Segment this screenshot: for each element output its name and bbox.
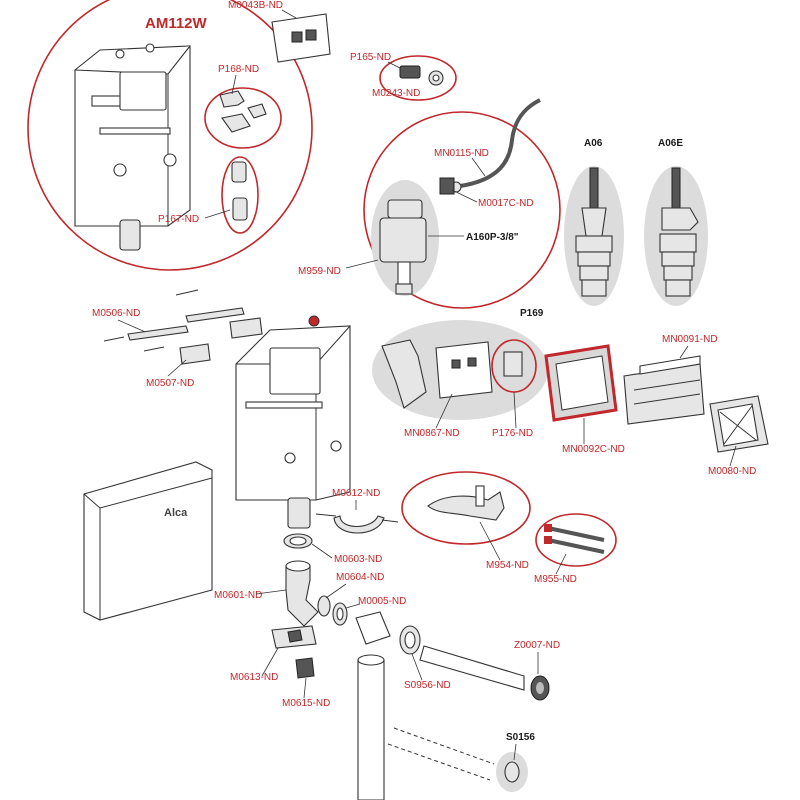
m955-ring — [535, 513, 617, 567]
am112w-title: AM112W — [145, 15, 208, 32]
label-p168: P168-ND — [218, 64, 259, 75]
bolts-group: M0506-ND M0507-ND — [92, 289, 263, 389]
label-a160p: A160P-3/8" — [466, 232, 519, 243]
m954-ring — [401, 471, 531, 545]
label-p176: P176-ND — [492, 428, 533, 439]
am112w-ring — [27, 0, 313, 271]
label-m0506: M0506-ND — [92, 308, 140, 319]
mn0092c-frame: MN0092C-ND — [544, 344, 625, 455]
m0612-bracket: M0612-ND — [315, 488, 399, 534]
label-m0603: M0603-ND — [334, 554, 382, 565]
label-p169: P169 — [520, 308, 544, 319]
m959-ring — [363, 111, 561, 309]
p169-group: P169 MN0867-ND P176-ND — [372, 308, 548, 439]
p168-part — [219, 90, 267, 133]
label-m0615: M0615-ND — [282, 698, 330, 709]
m0043b-plate: M0043B-ND — [228, 0, 331, 63]
a06e-group: A06E — [644, 138, 708, 306]
label-m0017c: M0017C-ND — [478, 198, 534, 209]
label-mn0115: MN0115-ND — [434, 148, 489, 159]
clips-group: M0613-ND M0615-ND — [230, 625, 330, 709]
label-a06e: A06E — [658, 138, 683, 149]
m959-group: MN0115-ND M0017C-ND A160P-3/8" M959-ND — [298, 98, 561, 309]
m954-group: M954-ND — [401, 471, 531, 571]
label-m0507: M0507-ND — [146, 378, 194, 389]
label-mn0091: MN0091-ND — [662, 334, 718, 345]
brand-logo: Alca — [164, 507, 188, 519]
label-s0156: S0156 — [506, 732, 535, 743]
label-z0007: Z0007-ND — [514, 640, 560, 651]
am112w-group: AM112W P168-ND P1 — [27, 0, 313, 271]
label-a06: A06 — [584, 138, 603, 149]
m0080-frame: M0080-ND — [708, 395, 769, 477]
p165-group: P165-ND M0243-ND — [350, 52, 457, 101]
label-m0005: M0005-ND — [358, 596, 406, 607]
label-mn0092c: MN0092C-ND — [562, 444, 625, 455]
a06-group: A06 — [564, 138, 624, 306]
label-m954: M954-ND — [486, 560, 529, 571]
label-m0613: M0613-ND — [230, 672, 278, 683]
m955-group: M955-ND — [534, 513, 617, 585]
cistern-top — [74, 43, 191, 251]
label-p165: P165-ND — [350, 52, 391, 63]
label-m0612: M0612-ND — [332, 488, 380, 499]
label-m959: M959-ND — [298, 266, 341, 277]
mn0115-hose — [459, 98, 541, 188]
flush-pipe-group: M0603-ND M0601-ND M0604-ND M0005-ND S095… — [214, 533, 560, 800]
label-m0604: M0604-ND — [336, 572, 384, 583]
p167-part — [231, 161, 248, 221]
label-m955: M955-ND — [534, 574, 577, 585]
label-m0601: M0601-ND — [214, 590, 262, 601]
label-mn0867: MN0867-ND — [404, 428, 460, 439]
label-s0956: S0956-ND — [404, 680, 451, 691]
packaging-box: Alca — [83, 461, 213, 621]
label-p167: P167-ND — [158, 214, 199, 225]
main-cistern — [235, 315, 351, 529]
label-m0243: M0243-ND — [372, 88, 420, 99]
p165-ring — [379, 55, 457, 101]
p168-ring — [204, 87, 282, 149]
mn0091-box: MN0091-ND — [623, 334, 718, 425]
p167-ring — [221, 156, 259, 234]
label-m0080: M0080-ND — [708, 466, 756, 477]
a160p-valve — [379, 199, 427, 295]
label-m0043b: M0043B-ND — [228, 0, 283, 11]
